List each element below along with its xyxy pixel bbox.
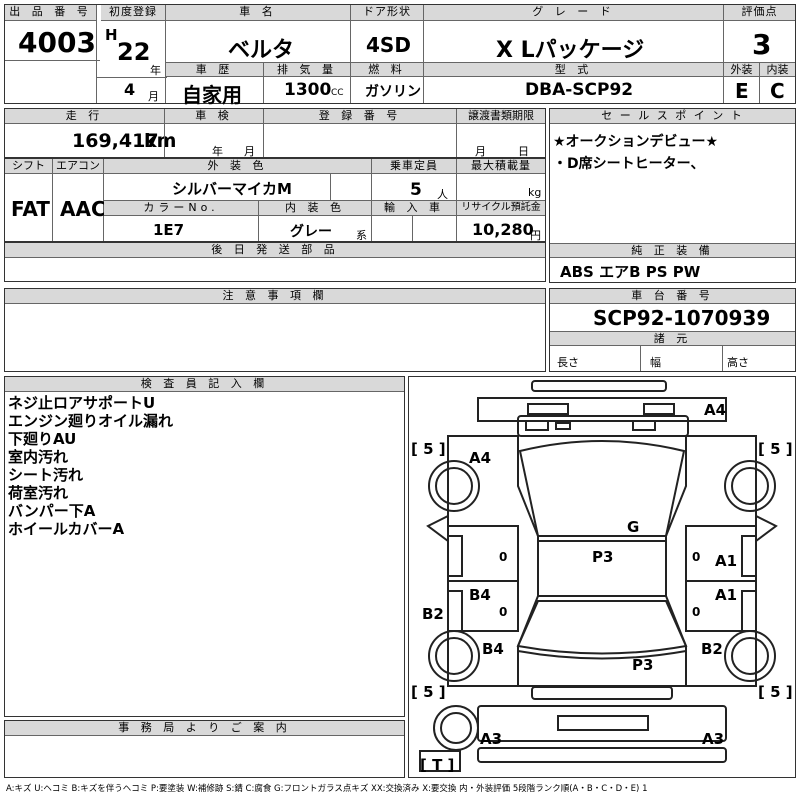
recycle: 10,280 bbox=[472, 220, 534, 239]
mark-b2-right: B2 bbox=[701, 640, 723, 658]
spec-header: 諸 元 bbox=[550, 331, 795, 346]
caution-header: 注 意 事 項 欄 bbox=[5, 289, 545, 304]
office-header: 事 務 局 よ り ご 案 内 bbox=[5, 721, 404, 736]
shift-header: シフト bbox=[5, 159, 52, 174]
door-type: 4SD bbox=[366, 33, 411, 57]
int-color-header: 内 装 色 bbox=[259, 201, 371, 216]
score: 3 bbox=[752, 28, 772, 61]
model-header: 型 式 bbox=[424, 63, 723, 77]
ac: AAC bbox=[60, 197, 106, 221]
mark-a4-left: A4 bbox=[469, 449, 492, 467]
displacement: 1300 bbox=[284, 80, 332, 100]
sales-line-1: ★オークションデビュー★ bbox=[553, 134, 719, 150]
score-header: 評価点 bbox=[724, 5, 795, 21]
tire-fr: [ 5 ] bbox=[758, 440, 793, 458]
mark-p3-roof: P3 bbox=[592, 548, 614, 566]
era-label: H bbox=[105, 26, 118, 44]
tire-fl: [ 5 ] bbox=[411, 440, 446, 458]
history: 自家用 bbox=[182, 83, 242, 107]
capacity: 5 bbox=[410, 180, 422, 200]
legend: A:キズ U:ヘコミ B:キズを伴うヘコミ P:要塗装 W:補修跡 S:錆 C:… bbox=[6, 784, 648, 794]
shift: FAT bbox=[11, 197, 50, 221]
inspector-notes: ネジ止ロアサポートU エンジン廻りオイル漏れ 下廻りAU 室内汚れ シート汚れ … bbox=[8, 394, 174, 538]
car-diagram bbox=[419, 380, 778, 772]
lot-number: 4003 bbox=[18, 26, 96, 59]
recycle-header: リサイクル預託金 bbox=[457, 201, 545, 216]
mark-a4-top: A4 bbox=[704, 401, 727, 419]
car-name: ベルタ bbox=[228, 38, 295, 63]
mileage-header: 走 行 bbox=[5, 109, 164, 124]
history-header: 車 歴 bbox=[166, 63, 263, 77]
int-score: C bbox=[770, 79, 785, 103]
mark-a1-upper: A1 bbox=[715, 552, 738, 570]
mark-b2-left: B2 bbox=[422, 605, 444, 623]
reg-year: 22 bbox=[117, 38, 151, 66]
load-header: 最大積載量 bbox=[457, 159, 545, 174]
car-diagram-block bbox=[408, 376, 796, 778]
grade: X Lパッケージ bbox=[496, 38, 645, 63]
inspector-header: 検 査 員 記 入 欄 bbox=[5, 377, 404, 392]
ext-color: シルバーマイカM bbox=[172, 180, 292, 198]
displacement-header: 排 気 量 bbox=[264, 63, 350, 77]
mark-b4-lower: B4 bbox=[482, 640, 504, 658]
chassis-number: SCP92-1070939 bbox=[593, 306, 771, 330]
inspection-header: 車 検 bbox=[165, 109, 263, 124]
tire-rr: [ 5 ] bbox=[758, 683, 793, 701]
ac-header: エアコン bbox=[53, 159, 103, 174]
sales-header: セ ー ル ス ポ イ ン ト bbox=[550, 109, 795, 124]
fuel-header: 燃 料 bbox=[351, 63, 423, 77]
int-header: 内装 bbox=[760, 63, 795, 77]
ext-header: 外装 bbox=[724, 63, 759, 77]
mark-a1-lower: A1 bbox=[715, 586, 738, 604]
fuel: ガソリン bbox=[365, 84, 421, 100]
int-color: グレー bbox=[290, 224, 332, 240]
import-header: 輸 入 車 bbox=[372, 201, 456, 216]
first-reg-header: 初度登録 bbox=[101, 5, 165, 21]
equipment: ABS エアB PS PW bbox=[560, 263, 701, 281]
mark-p3-trunk: P3 bbox=[632, 656, 654, 674]
ext-score: E bbox=[735, 79, 749, 103]
sales-line-2: ・D席シートヒーター、 bbox=[553, 156, 705, 172]
grade-header: グ レ ー ド bbox=[424, 5, 723, 21]
later-header: 後 日 発 送 部 品 bbox=[5, 243, 545, 258]
name-header: 車 名 bbox=[166, 5, 350, 21]
tire-rl: [ 5 ] bbox=[411, 683, 446, 701]
mark-t: [ T ] bbox=[420, 756, 455, 774]
reg-month: 4 bbox=[124, 80, 136, 99]
equip-header: 純 正 装 備 bbox=[550, 243, 795, 258]
zero-1: 0 bbox=[499, 550, 508, 564]
mark-a3-left: A3 bbox=[480, 730, 503, 748]
zero-4: 0 bbox=[692, 605, 701, 619]
mark-g: G bbox=[627, 518, 640, 536]
lot-header: 出 品 番 号 bbox=[5, 5, 96, 21]
model: DBA-SCP92 bbox=[525, 80, 634, 100]
mark-b4: B4 bbox=[469, 586, 491, 604]
plate-header: 登 録 番 号 bbox=[264, 109, 456, 124]
chassis-header: 車 台 番 号 bbox=[550, 289, 795, 304]
zero-2: 0 bbox=[499, 605, 508, 619]
mark-a3-right: A3 bbox=[702, 730, 725, 748]
color-no: 1E7 bbox=[153, 221, 185, 239]
color-no-header: カラーNo. bbox=[104, 201, 258, 216]
zero-3: 0 bbox=[692, 550, 701, 564]
inspector-block bbox=[4, 376, 405, 717]
capacity-header: 乗車定員 bbox=[372, 159, 456, 174]
door-header: ドア形状 bbox=[351, 5, 423, 21]
transfer-header: 譲渡書類期限 bbox=[457, 109, 545, 124]
ext-color-header: 外 装 色 bbox=[104, 159, 371, 174]
mileage: 169,417 bbox=[72, 130, 159, 152]
